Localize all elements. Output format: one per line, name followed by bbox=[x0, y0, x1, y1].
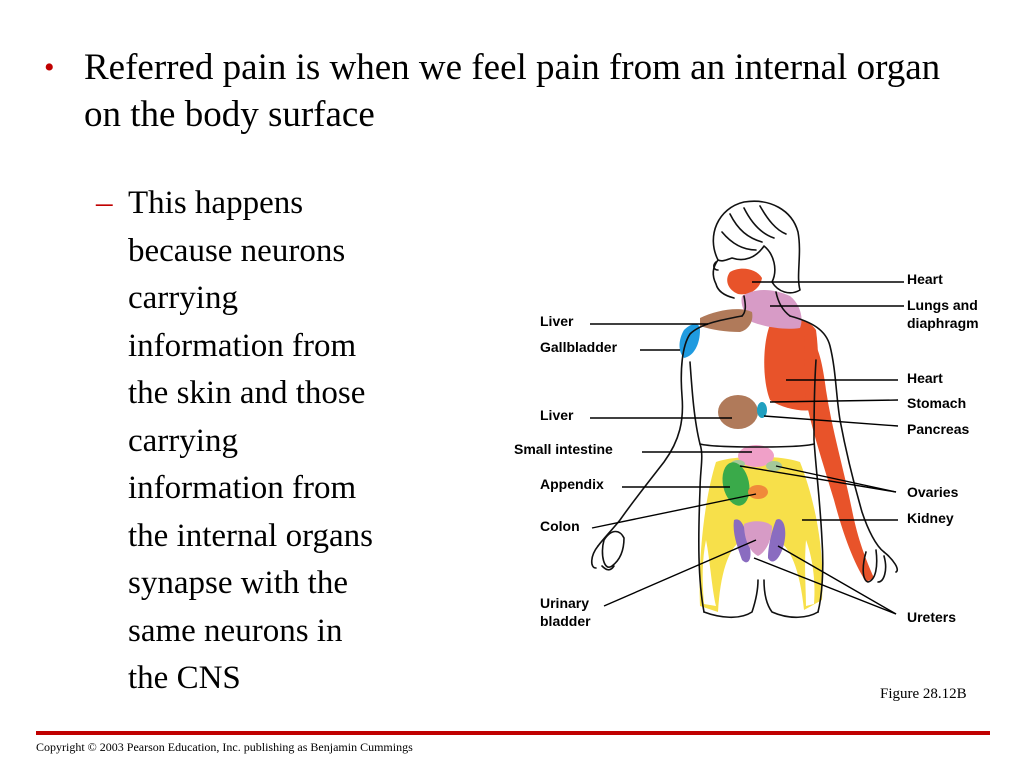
sub-line: the internal organs bbox=[128, 517, 373, 554]
label-appendix: Appendix bbox=[540, 476, 604, 492]
leader-ureters-a bbox=[753, 557, 897, 615]
label-ureters: Ureters bbox=[907, 609, 956, 625]
label-pancreas: Pancreas bbox=[907, 421, 969, 437]
label-colon: Colon bbox=[540, 518, 580, 534]
copyright: Copyright © 2003 Pearson Education, Inc.… bbox=[36, 740, 413, 754]
leader-bladder bbox=[603, 539, 757, 607]
small-intestine-region bbox=[738, 445, 774, 467]
label-kidney: Kidney bbox=[907, 510, 954, 526]
leg-gap-right bbox=[805, 540, 815, 606]
sub-line: same neurons in bbox=[128, 612, 343, 649]
body-outline bbox=[590, 200, 899, 619]
leader-stomach bbox=[769, 399, 899, 403]
label-gallbladder: Gallbladder bbox=[540, 339, 618, 355]
torso-left bbox=[597, 315, 743, 547]
liver-shoulder-region bbox=[700, 309, 753, 332]
torso-right-inner bbox=[813, 359, 824, 613]
sub-line: the skin and those bbox=[128, 375, 366, 411]
sub-line: information from bbox=[128, 470, 357, 506]
hair bbox=[712, 200, 801, 294]
torso-left-inner bbox=[689, 361, 705, 613]
leader-lines bbox=[590, 281, 904, 615]
label-ovaries: Ovaries bbox=[907, 484, 959, 500]
labels-left: Liver Gallbladder Liver Small intestine … bbox=[514, 313, 618, 629]
leader-ovaries-b bbox=[775, 465, 897, 493]
bullet-dot: • bbox=[44, 51, 55, 84]
heart-region-neck bbox=[727, 268, 762, 295]
sub-line: because neurons bbox=[128, 232, 346, 269]
footer-rule bbox=[36, 731, 990, 735]
sub-line: carrying bbox=[128, 422, 238, 459]
sub-line: carrying bbox=[128, 280, 238, 316]
sub-line: information from bbox=[128, 327, 357, 364]
ureters-region bbox=[733, 519, 786, 563]
colon-spot bbox=[748, 485, 768, 499]
leader-ureters-b bbox=[777, 545, 897, 615]
leader-pancreas bbox=[763, 415, 899, 427]
sub-line: the CNS bbox=[128, 660, 241, 696]
label-stomach: Stomach bbox=[907, 395, 966, 411]
leg-gap-left bbox=[702, 540, 716, 606]
nose bbox=[713, 261, 719, 271]
hair-strands bbox=[721, 205, 787, 251]
torso-right bbox=[789, 315, 885, 553]
bladder-region bbox=[744, 521, 772, 556]
pain-regions bbox=[679, 268, 874, 612]
sub-line: synapse with the bbox=[128, 565, 348, 601]
pancreas-region bbox=[757, 402, 767, 418]
leader-colon bbox=[591, 493, 757, 529]
label-liver: Liver bbox=[540, 407, 574, 423]
label-heart-top: Heart bbox=[907, 271, 943, 287]
label-liver-top: Liver bbox=[540, 313, 574, 329]
right-hand bbox=[862, 549, 899, 583]
leader-ovaries-a bbox=[739, 465, 897, 493]
label-lungs-2: diaphragm bbox=[907, 315, 979, 331]
heart-region-arm bbox=[804, 332, 874, 582]
waist bbox=[699, 443, 815, 448]
label-heart: Heart bbox=[907, 370, 943, 386]
label-bladder-2: bladder bbox=[540, 613, 591, 629]
main-bullet-text: Referred pain is when we feel pain from … bbox=[84, 47, 941, 135]
left-hand bbox=[590, 530, 625, 571]
label-lungs-1: Lungs and bbox=[907, 297, 978, 313]
appendix-region bbox=[722, 462, 750, 506]
label-small-intestine: Small intestine bbox=[514, 441, 613, 457]
legs bbox=[703, 579, 819, 619]
ovary-right bbox=[766, 461, 782, 471]
gallbladder-region bbox=[679, 324, 700, 358]
label-bladder-1: Urinary bbox=[540, 595, 589, 611]
sub-bullet-dash: – bbox=[96, 185, 113, 221]
figure-caption: Figure 28.12B bbox=[880, 686, 967, 702]
lungs-region bbox=[741, 290, 802, 329]
labels-right: Heart Lungs and diaphragm Heart Stomach … bbox=[907, 271, 979, 625]
sub-bullet-text: This happens because neurons carrying in… bbox=[128, 180, 468, 703]
liver-region bbox=[718, 395, 758, 429]
sub-line: This happens bbox=[128, 185, 304, 221]
